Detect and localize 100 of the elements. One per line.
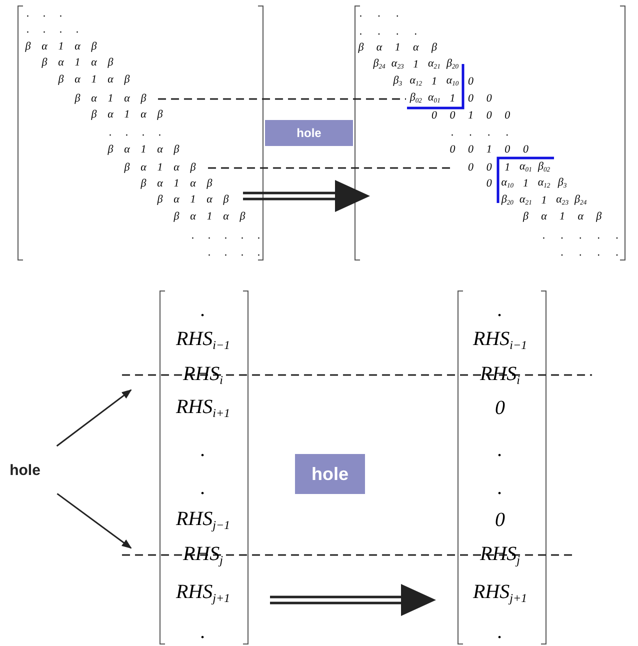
- matrix-entry: β: [58, 74, 64, 86]
- matrix-entry: .: [542, 230, 546, 242]
- matrix-entry: .: [378, 8, 381, 20]
- matrix-entry: 0: [486, 110, 492, 122]
- vector-entry: RHS$_{i}$: [480, 364, 520, 386]
- matrix-entry: 1: [541, 196, 547, 206]
- matrix-entry: .: [60, 24, 62, 36]
- matrix-entry: 1: [140, 144, 146, 156]
- matrix-entry: 0: [504, 110, 510, 122]
- matrix-entry: α: [74, 74, 80, 86]
- matrix-entry: .: [488, 128, 490, 138]
- matrix-entry: 1: [468, 110, 474, 122]
- matrix-entry: β: [140, 178, 146, 190]
- matrix-entry: .: [396, 26, 399, 38]
- matrix-entry: β: [358, 42, 364, 54]
- vector-entry: .: [498, 300, 502, 320]
- vector-entry: RHS$_{j−1}$: [176, 509, 230, 531]
- matrix-entry: .: [241, 248, 244, 258]
- matrix-entry: α: [223, 212, 229, 222]
- matrix-entry: α: [124, 144, 130, 156]
- matrix-entry: α$_{21}$: [428, 58, 440, 72]
- matrix-entry: .: [616, 230, 619, 242]
- vector-entry: .: [498, 478, 502, 498]
- matrix-entry: .: [208, 230, 211, 242]
- matrix-entry: α$_{01}$: [428, 92, 440, 106]
- matrix-entry: 1: [74, 58, 80, 68]
- matrix-entry: α: [206, 194, 212, 206]
- vector-entry: .: [200, 622, 206, 642]
- matrix-entry: .: [26, 8, 30, 20]
- matrix-entry: β: [174, 144, 180, 156]
- matrix-entry: α: [174, 194, 180, 206]
- vector-entry: .: [200, 440, 206, 460]
- matrix-entry: .: [126, 128, 128, 138]
- matrix-entry: 1: [124, 110, 130, 120]
- matrix-entry: α: [42, 42, 48, 52]
- matrix-entry: .: [43, 8, 46, 20]
- matrix-entry: α: [91, 58, 97, 68]
- matrix-entry: .: [142, 128, 145, 138]
- matrix-entry: 1: [504, 162, 510, 174]
- matrix-entry: 1: [108, 94, 114, 104]
- vector-entry: .: [200, 478, 206, 498]
- matrix-entry: .: [560, 248, 564, 258]
- matrix-entry: β: [124, 74, 130, 86]
- leader-arrow: [56, 389, 132, 447]
- matrix-entry: α: [58, 58, 64, 68]
- matrix-entry: .: [26, 24, 30, 36]
- matrix-entry: β: [522, 212, 528, 222]
- matrix-entry: β$_{20}$: [446, 58, 459, 72]
- matrix-entry: .: [360, 8, 362, 20]
- matrix-entry: 1: [91, 74, 97, 86]
- vector-entry: .: [200, 300, 206, 320]
- matrix-entry: .: [43, 24, 46, 36]
- matrix-entry: α: [174, 162, 180, 174]
- matrix-entry: α$_{10}$: [446, 76, 459, 88]
- matrix-entry: β: [108, 58, 114, 68]
- matrix-entry: .: [241, 230, 244, 242]
- matrix-entry: .: [579, 230, 582, 242]
- matrix-entry: .: [469, 128, 472, 138]
- matrix-entry: α$_{21}$: [520, 194, 532, 208]
- matrix-entry: 1: [394, 42, 400, 54]
- matrix-entry: α: [541, 212, 547, 222]
- matrix-entry: 1: [486, 144, 492, 156]
- highlight-box: hole: [295, 454, 365, 494]
- matrix-entry: β$_{24}$: [574, 194, 587, 208]
- matrix-entry: 1: [157, 162, 163, 174]
- matrix-entry: β$_{20}$: [501, 194, 514, 208]
- matrix-entry: .: [158, 128, 162, 138]
- matrix-entry: 0: [486, 178, 492, 190]
- matrix-entry: .: [60, 8, 62, 20]
- matrix-entry: 0: [486, 162, 492, 174]
- matrix-entry: α: [124, 94, 130, 104]
- matrix-entry: β: [157, 194, 163, 206]
- matrix-entry: 1: [522, 178, 528, 190]
- matrix-entry: α: [413, 42, 419, 54]
- matrix-entry: 1: [58, 42, 64, 52]
- matrix-entry: α: [157, 178, 163, 190]
- matrix-entry: .: [506, 128, 509, 138]
- matrix-entry: β$_{3}$: [558, 178, 567, 190]
- matrix-entry: β$_{3}$: [393, 76, 402, 88]
- matrix-entry: 1: [560, 212, 566, 222]
- vector-entry: RHS$_{i−1}$: [472, 329, 528, 351]
- vector-entry: RHS$_{i−1}$: [176, 329, 230, 351]
- matrix-entry: 1: [174, 178, 180, 190]
- matrix-entry: .: [616, 248, 619, 258]
- matrix-entry: β: [174, 212, 180, 222]
- leader-arrow: [56, 493, 132, 549]
- matrix-entry: α$_{12}$: [410, 76, 422, 88]
- matrix-entry: β$_{02}$: [538, 162, 550, 174]
- matrix-entry: β$_{24}$: [373, 58, 386, 72]
- vector-entry: RHS$_{j+1}$: [176, 582, 230, 604]
- vector-entry: RHS$_{j}$: [480, 544, 520, 566]
- matrix-entry: α: [140, 162, 146, 174]
- matrix-entry: β: [108, 144, 114, 156]
- matrix-entry: .: [224, 230, 228, 242]
- matrix-entry: .: [76, 24, 79, 36]
- matrix-entry: .: [109, 128, 112, 138]
- annotation-text: hole: [0, 458, 50, 482]
- matrix-entry: 0: [468, 144, 474, 156]
- matrix-entry: β$_{02}$: [410, 92, 422, 106]
- matrix-entry: α$_{10}$: [501, 178, 514, 190]
